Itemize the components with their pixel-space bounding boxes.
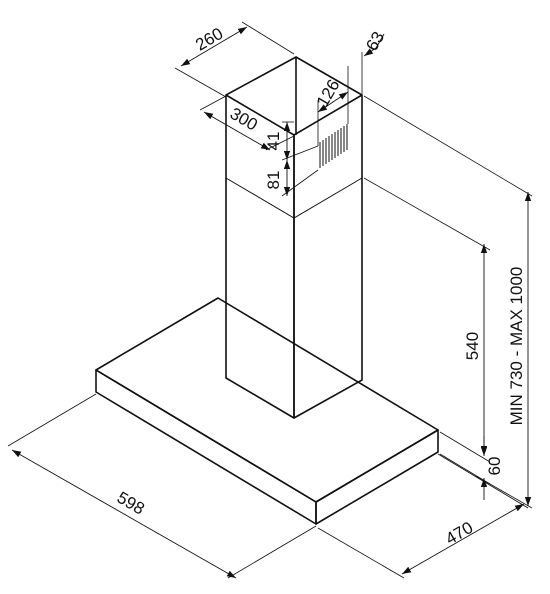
- label-260: 260: [192, 24, 226, 55]
- chimney-side-face: [293, 94, 363, 419]
- label-total-height: MIN 730 - MAX 1000: [507, 267, 526, 426]
- label-470: 470: [442, 518, 476, 549]
- upper-duct-top-edge: [295, 56, 363, 96]
- label-60: 60: [485, 457, 504, 476]
- dimension-total-height: MIN 730 - MAX 1000: [363, 95, 533, 509]
- canopy: [95, 297, 439, 525]
- dimension-duct-height: 540: [363, 177, 491, 463]
- vent-grille: [319, 124, 348, 168]
- dimension-offset-63: 63: [361, 28, 388, 95]
- canopy-side-face: [315, 429, 439, 525]
- label-81: 81: [264, 171, 283, 190]
- label-41: 41: [264, 132, 283, 151]
- dimension-chimney-width: 260: [174, 21, 295, 98]
- label-598: 598: [114, 488, 148, 519]
- dimension-top-offsets: 41 81: [264, 121, 319, 197]
- label-300: 300: [227, 104, 261, 135]
- label-63: 63: [362, 28, 388, 54]
- dimension-canopy-width: 598: [7, 393, 317, 579]
- dimension-canopy-height: 60: [439, 436, 504, 500]
- label-540: 540: [463, 332, 482, 360]
- telescopic-joint-line: [225, 177, 363, 219]
- chimney-front-face: [225, 94, 295, 419]
